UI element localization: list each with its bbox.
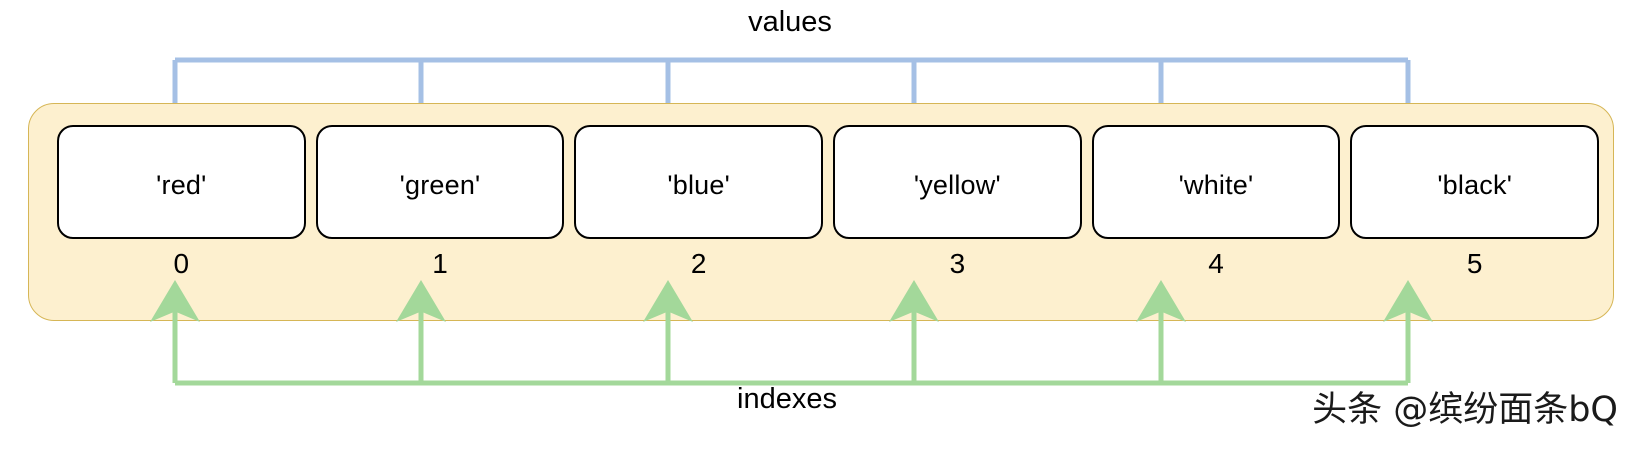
value-cell-label: 'red'	[156, 169, 207, 200]
values-caption: values	[0, 6, 1644, 39]
values-caption-label: values	[748, 6, 832, 38]
value-cell[interactable]: 'blue'	[574, 125, 824, 239]
value-cell[interactable]: 'white'	[1091, 125, 1341, 239]
value-cell[interactable]: 'black'	[1350, 125, 1600, 239]
value-cell-label: 'blue'	[667, 169, 730, 200]
value-cell-label: 'black'	[1437, 169, 1513, 200]
index-number: 1	[316, 250, 565, 294]
value-cell-label: 'white'	[1178, 169, 1254, 200]
index-number-label: 4	[1208, 248, 1224, 279]
index-number-label: 5	[1466, 248, 1483, 279]
indexes-caption-label: indexes	[737, 383, 837, 415]
indexes-caption: indexes	[0, 383, 1644, 416]
index-number: 3	[833, 250, 1082, 294]
watermark-text: 头条 @缤纷面条bQ	[1312, 390, 1618, 430]
index-number: 2	[574, 250, 823, 294]
value-cell[interactable]: 'red'	[57, 125, 306, 239]
index-number-label: 0	[173, 248, 190, 279]
index-number-label: 3	[949, 248, 966, 279]
value-cell[interactable]: 'yellow'	[833, 125, 1082, 239]
index-numbers-row: 0 1 2 3 4 5	[57, 250, 1599, 294]
value-cells-row: 'red' 'green' 'blue' 'yellow' 'white' 'b…	[57, 125, 1600, 239]
index-number: 5	[1350, 250, 1599, 294]
index-number: 0	[57, 250, 306, 294]
index-number-label: 2	[690, 248, 707, 279]
value-cell[interactable]: 'green'	[315, 125, 565, 239]
value-cell-label: 'green'	[399, 169, 481, 200]
value-cell-label: 'yellow'	[913, 169, 1001, 200]
index-number-label: 1	[432, 248, 448, 279]
index-number: 4	[1092, 250, 1341, 294]
